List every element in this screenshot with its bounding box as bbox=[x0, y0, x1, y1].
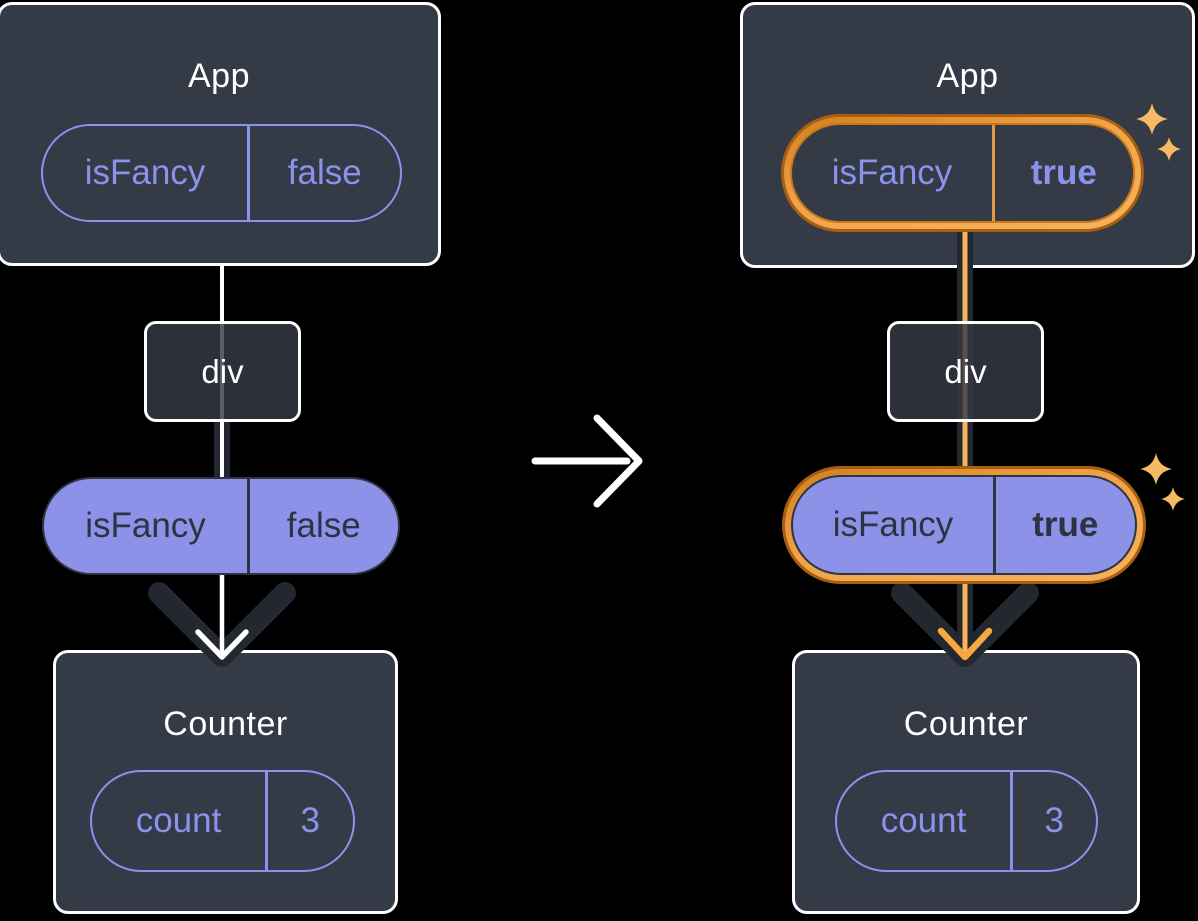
state-name: isFancy bbox=[84, 153, 206, 192]
render-chevron-icon bbox=[891, 582, 1039, 667]
state-pill-isfancy: isFancy false bbox=[41, 124, 402, 222]
component-title: App bbox=[188, 57, 250, 95]
pill-divider bbox=[1010, 772, 1013, 870]
state-value: false bbox=[287, 153, 362, 192]
prop-value: true bbox=[1032, 505, 1099, 544]
prop-pill-isfancy: isFancy false bbox=[42, 477, 400, 575]
state-value: true bbox=[1030, 153, 1097, 192]
state-name: isFancy bbox=[831, 153, 953, 192]
state-pill-isfancy: isFancy true bbox=[790, 123, 1135, 223]
prop-trunk bbox=[214, 420, 230, 480]
highlight-ring: isFancy true bbox=[781, 114, 1144, 232]
state-name: count bbox=[880, 801, 967, 840]
component-title: Counter bbox=[163, 705, 288, 743]
state-pill-count: count 3 bbox=[835, 770, 1098, 872]
div-label: div bbox=[944, 352, 987, 390]
state-pill-count: count 3 bbox=[90, 770, 355, 872]
prop-name: isFancy bbox=[832, 505, 954, 544]
transition-arrow-icon bbox=[531, 414, 643, 508]
pill-divider bbox=[265, 772, 268, 870]
state-name: count bbox=[135, 801, 222, 840]
div-node: div bbox=[887, 321, 1044, 422]
div-node: div bbox=[144, 321, 301, 422]
component-title: Counter bbox=[903, 705, 1029, 743]
div-label: div bbox=[201, 352, 244, 390]
prop-value: false bbox=[286, 506, 361, 545]
pill-divider bbox=[247, 479, 250, 573]
pill-divider bbox=[247, 126, 250, 220]
pill-divider bbox=[993, 477, 996, 573]
prop-name: isFancy bbox=[85, 506, 206, 545]
state-value: 3 bbox=[300, 801, 320, 840]
prop-pill-isfancy: isFancy true bbox=[791, 475, 1137, 575]
after-connectors bbox=[891, 228, 1039, 667]
highlight-ring: isFancy true bbox=[782, 466, 1146, 584]
render-chevron-icon bbox=[148, 582, 296, 667]
state-trunk-lower bbox=[957, 584, 973, 642]
state-value: 3 bbox=[1044, 801, 1064, 840]
component-title: App bbox=[936, 57, 999, 95]
pill-divider bbox=[992, 125, 995, 221]
